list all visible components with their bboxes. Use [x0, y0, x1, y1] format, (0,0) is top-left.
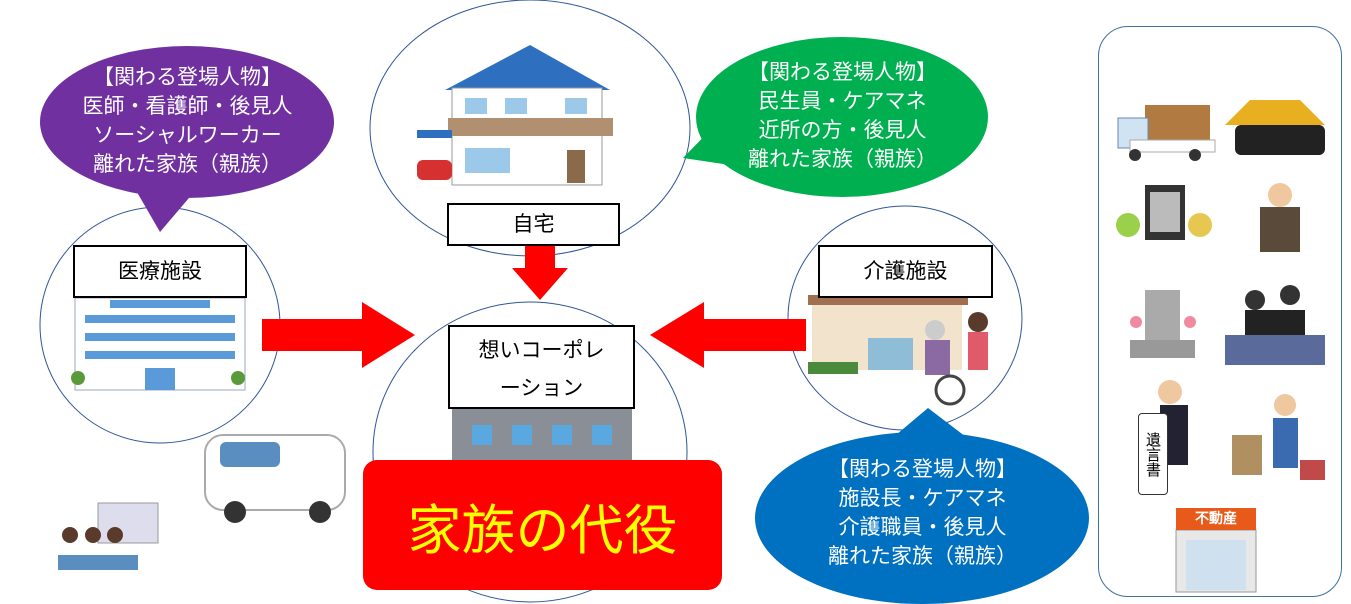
medical-bubble: [40, 46, 334, 232]
home-bubble: [683, 37, 988, 197]
home-roles-heading: 【関わる登場人物】: [748, 60, 937, 84]
medical-roles-line: 医師・看護師・後見人: [82, 94, 293, 118]
care-roles-heading: 【関わる登場人物】: [828, 457, 1017, 481]
home-roles-line: 離れた家族（親族）: [748, 147, 937, 171]
care-facility-label: 介護施設: [818, 245, 993, 298]
real-estate-sign: 不動産: [1176, 508, 1256, 530]
care-roles-line: 離れた家族（親族）: [828, 544, 1017, 568]
waiting-room-illustration: [58, 502, 159, 570]
company-building-illustration: [452, 408, 632, 460]
medical-facility-label: 医療施設: [73, 245, 247, 298]
medical-roles-line: 離れた家族（親族）: [93, 152, 282, 176]
care-bubble: [755, 408, 1089, 604]
home-roles-text: 【関わる登場人物】 民生員・ケアマネ 近所の方・後見人 離れた家族（親族）: [715, 58, 970, 174]
services-panel: [1098, 26, 1342, 597]
hospital-illustration: [71, 297, 246, 391]
family-proxy-box: 家族の代役: [363, 460, 722, 590]
home-roles-line: 近所の方・後見人: [758, 118, 927, 142]
care-roles-line: 施設長・ケアマネ: [838, 486, 1007, 510]
arrow-medical-to-company: [262, 302, 415, 368]
care-roles-text: 【関わる登場人物】 施設長・ケアマネ 介護職員・後見人 離れた家族（親族）: [795, 455, 1050, 571]
monk-illustration: [1260, 183, 1300, 252]
ash-scattering-illustration: [1225, 285, 1325, 365]
house-illustration: [417, 45, 613, 186]
hearse-illustration: [1225, 100, 1325, 155]
will-tag: 遺言書: [1138, 413, 1168, 495]
van-illustration: [204, 434, 346, 523]
company-label: 想いコーポレーション: [448, 325, 635, 409]
medical-roles-text: 【関わる登場人物】 医師・看護師・後見人 ソーシャルワーカー 離れた家族（親族）: [60, 63, 315, 179]
funeral-portrait-illustration: [1116, 185, 1212, 240]
company-circle: [372, 301, 688, 603]
home-label: 自宅: [447, 203, 620, 246]
junk-removal-illustration: [1232, 394, 1325, 480]
care-roles-line: 介護職員・後見人: [838, 515, 1007, 539]
arrow-care-to-company: [650, 302, 806, 368]
grave-illustration: [1130, 290, 1196, 358]
real-estate-office-illustration: [1175, 529, 1257, 593]
care-facility-illustration: [808, 295, 988, 406]
arrow-home-to-company: [512, 245, 568, 300]
medical-roles-line: ソーシャルワーカー: [93, 123, 282, 147]
moving-truck-illustration: [1117, 105, 1216, 161]
home-roles-line: 民生員・ケアマネ: [758, 89, 927, 113]
medical-roles-heading: 【関わる登場人物】: [93, 65, 282, 89]
